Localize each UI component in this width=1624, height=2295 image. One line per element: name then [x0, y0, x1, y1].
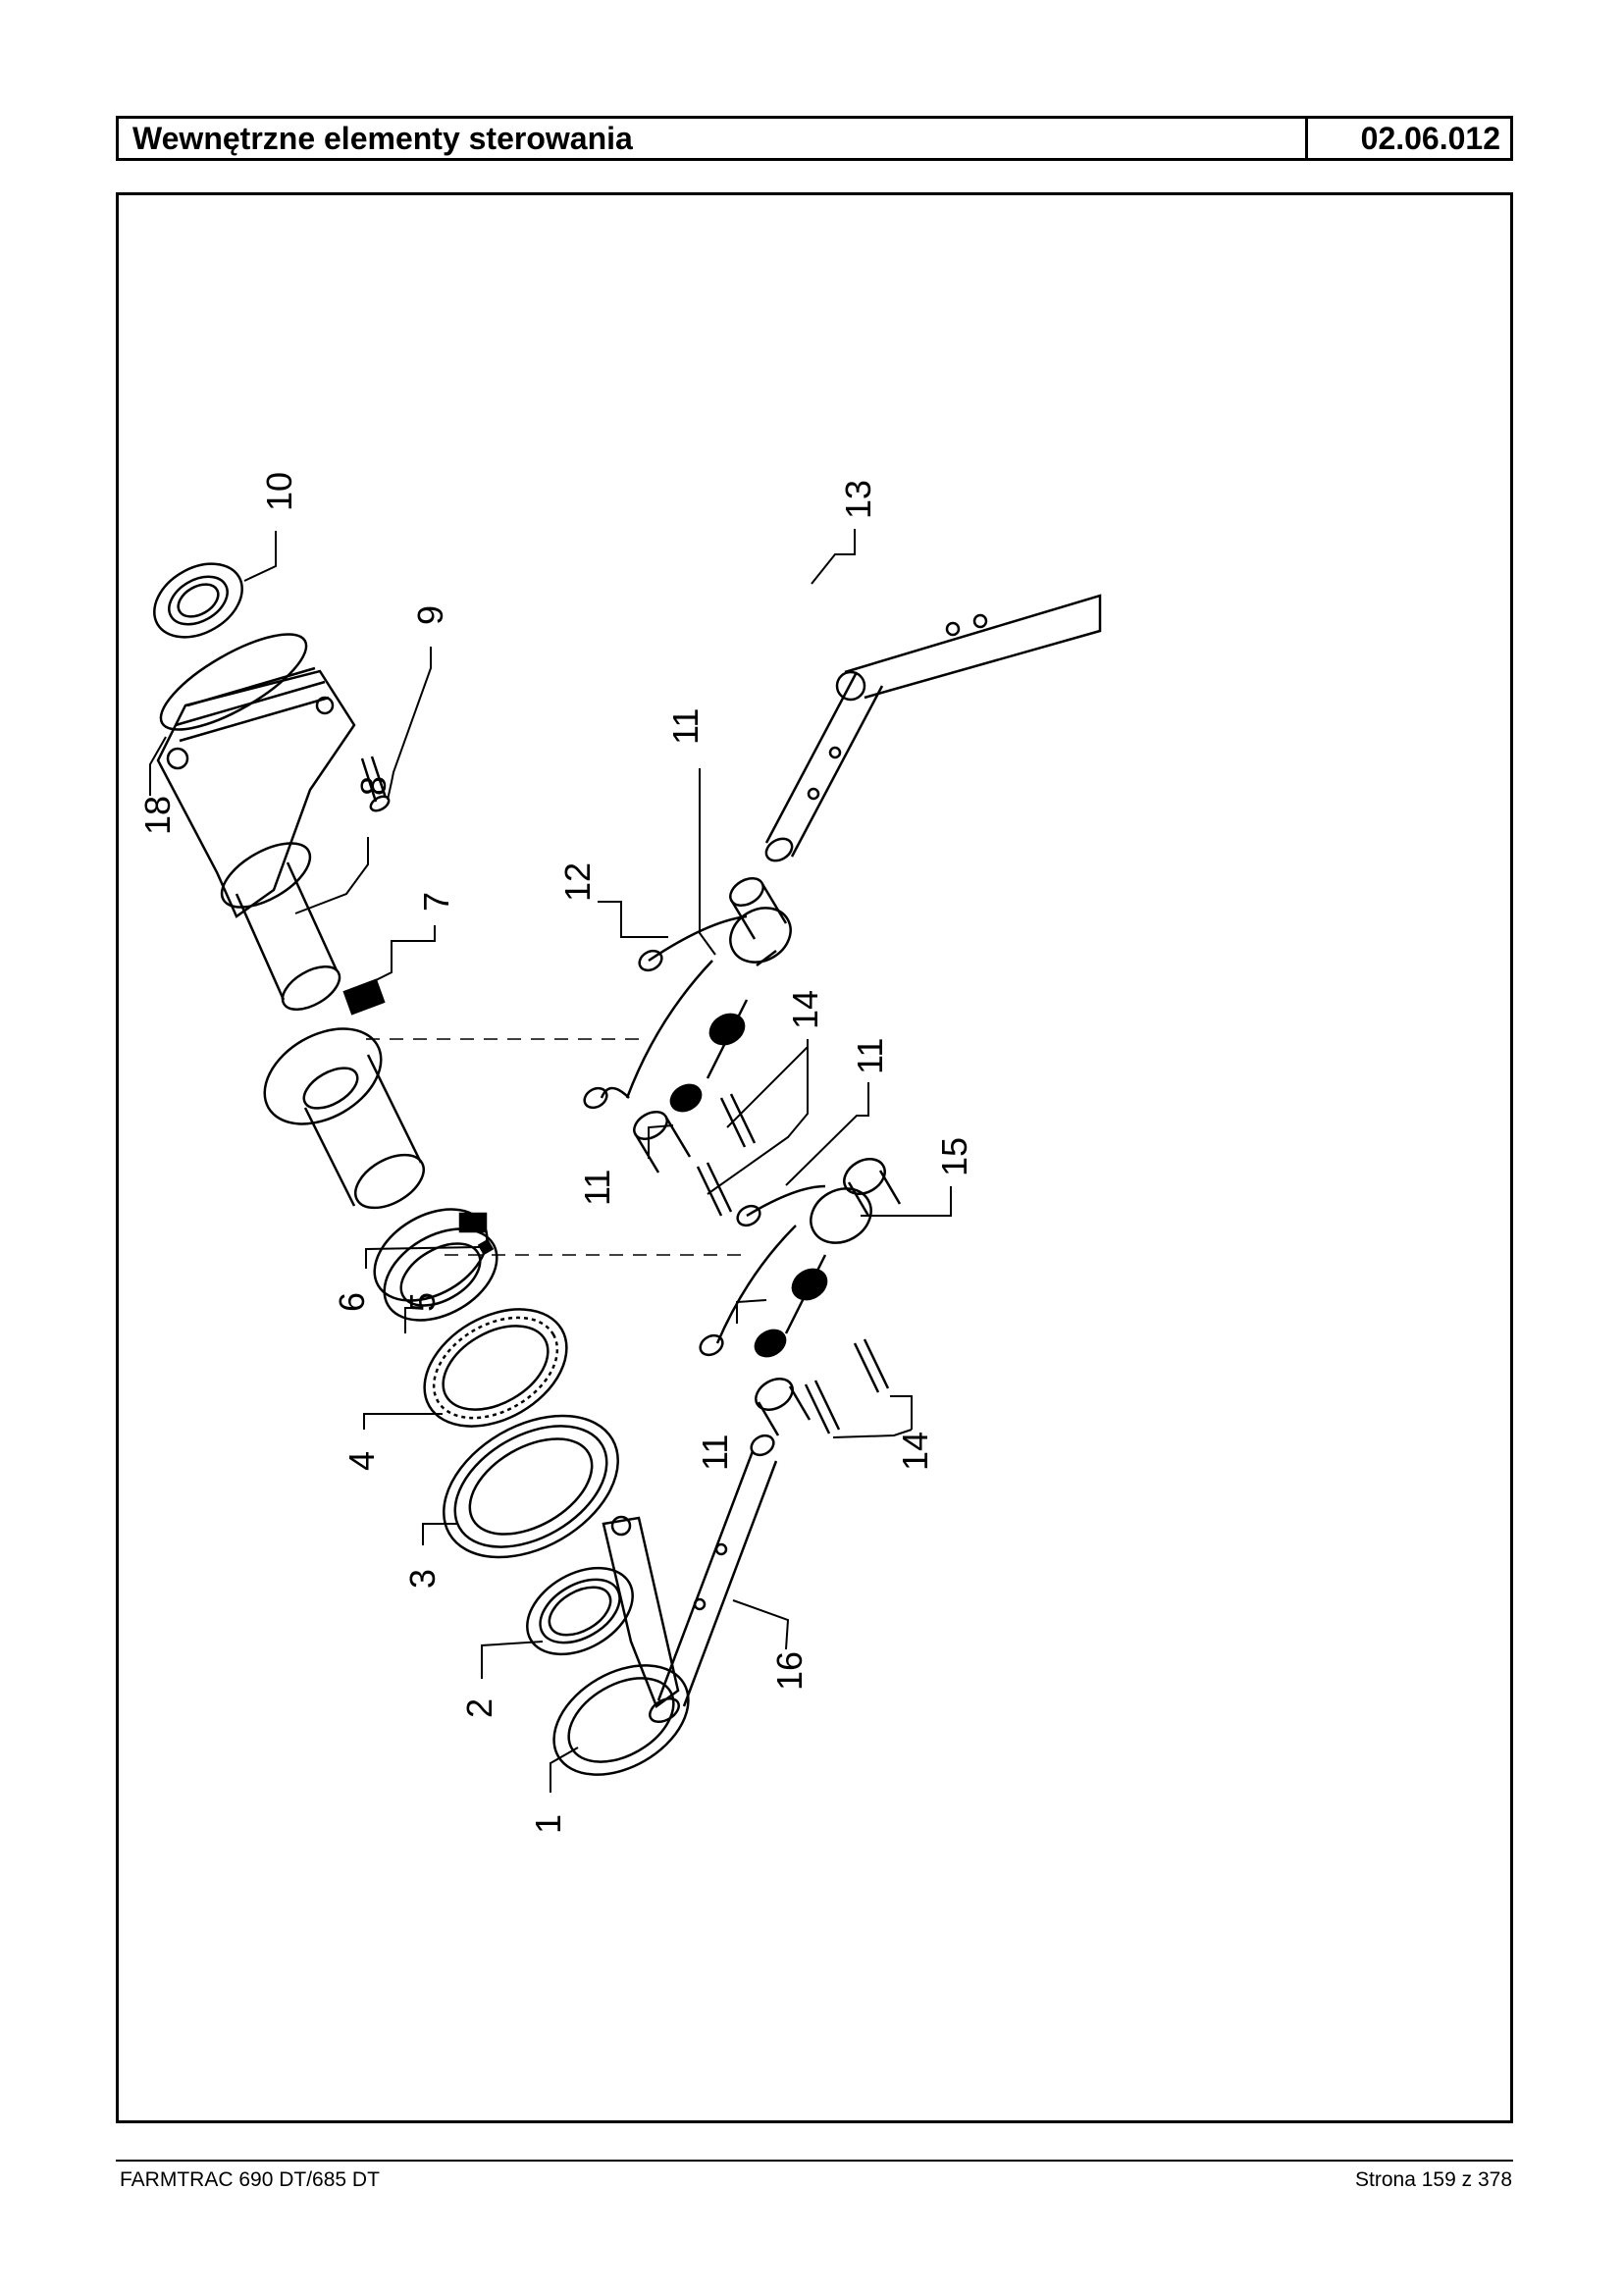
part-3-ring: [443, 1414, 619, 1559]
part-1-seal: [552, 1664, 690, 1776]
part-5-collar: [373, 1208, 498, 1322]
callout-7: 7: [416, 892, 456, 912]
callout-14: 14: [895, 1432, 935, 1471]
part-6-nut: [477, 1238, 495, 1256]
callout-14: 14: [785, 990, 825, 1029]
callout-8: 8: [353, 776, 393, 796]
callout-16: 16: [769, 1651, 810, 1691]
part-15-fork: [699, 1184, 872, 1358]
part-16-rod: [602, 1158, 902, 1724]
diagram-frame: 10 9 8 18 7 6 5 4 3 2 1 11 12 11 13 14 1…: [116, 192, 1513, 2123]
footer-divider: [116, 2160, 1513, 2162]
callout-11: 11: [665, 708, 706, 745]
callout-5: 5: [402, 1292, 443, 1312]
part-17-bushing: [633, 877, 788, 1174]
callout-11: 11: [577, 1170, 617, 1206]
section-code: 02.06.012: [1360, 121, 1500, 156]
part-12-fork: [583, 907, 792, 1113]
callout-2: 2: [459, 1698, 499, 1718]
part-13-rod: [764, 594, 1102, 862]
part-8-housing: [156, 666, 356, 1011]
footer-page-number: Strona 159 z 378: [1355, 2168, 1512, 2191]
part-18-oring: [159, 633, 308, 731]
header-bar: Wewnętrzne elementy sterowania 02.06.012: [116, 116, 1513, 161]
part-10-seal: [153, 562, 243, 639]
callout-15: 15: [934, 1137, 974, 1176]
callout-11: 11: [850, 1038, 890, 1074]
footer-model: FARMTRAC 690 DT/685 DT: [120, 2168, 380, 2191]
part-2-bearing: [526, 1566, 634, 1656]
page-title: Wewnętrzne elementy sterowania: [119, 119, 1308, 158]
part-14-pins: [696, 1093, 890, 1434]
callout-6: 6: [332, 1292, 372, 1312]
part-7-sleeve: [263, 978, 425, 1210]
callout-10: 10: [259, 472, 299, 511]
callout-13: 13: [838, 480, 878, 519]
callout-9: 9: [410, 605, 450, 625]
callout-11: 11: [695, 1434, 735, 1471]
callout-3: 3: [402, 1569, 443, 1589]
part-4-bearing: [423, 1308, 568, 1428]
callout-1: 1: [528, 1814, 568, 1834]
callout-labels: 10 9 8 18 7 6 5 4 3 2 1 11 12 11 13 14 1…: [137, 472, 974, 1834]
callout-12: 12: [557, 862, 598, 902]
exploded-parts-diagram: 10 9 8 18 7 6 5 4 3 2 1 11 12 11 13 14 1…: [137, 472, 1102, 1834]
leader-lines: [149, 529, 952, 1793]
callout-4: 4: [341, 1451, 382, 1471]
callout-18: 18: [137, 796, 178, 835]
